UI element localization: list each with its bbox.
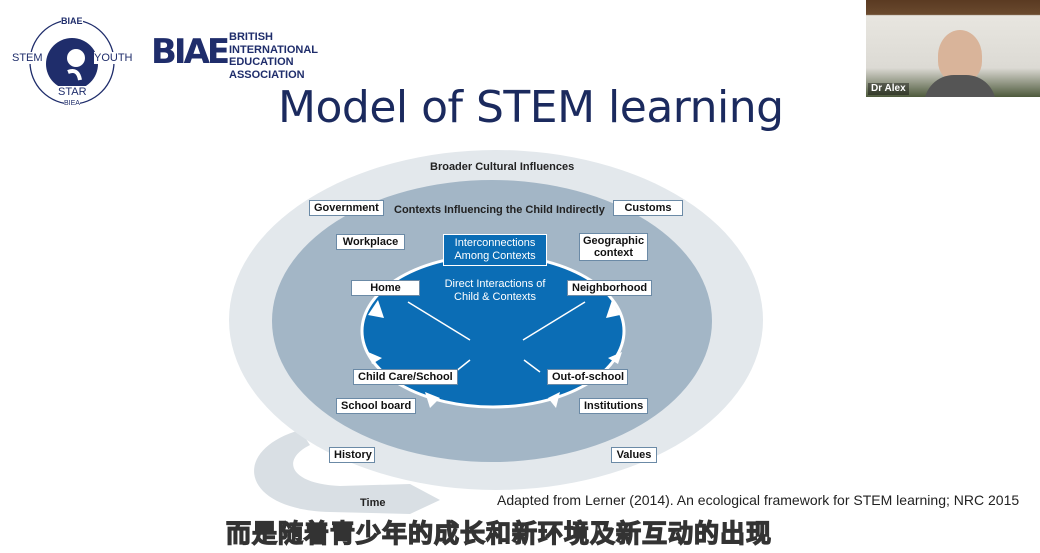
citation: Adapted from Lerner (2014). An ecologica… bbox=[497, 492, 1020, 508]
subtitle-caption: 而是随着青少年的成长和新环境及新互动的出现 bbox=[225, 519, 773, 548]
biea-line: BRITISH bbox=[229, 31, 273, 43]
biea-mark: BIAE bbox=[151, 32, 230, 72]
biea-line: ASSOCIATION bbox=[229, 68, 305, 81]
box-customs: Customs bbox=[613, 200, 683, 216]
logo-star-text: STAR bbox=[58, 86, 87, 98]
slide-title: Model of STEM learning bbox=[278, 82, 784, 133]
biea-logo: BIAE bbox=[151, 31, 230, 73]
stem-youth-logo: STEM YOUTH STAR BIEA BIAE bbox=[10, 12, 135, 110]
box-history: History bbox=[329, 447, 375, 463]
box-geographic: Geographic context bbox=[579, 233, 648, 261]
participant-video[interactable]: Dr Alex bbox=[866, 0, 1040, 97]
time-arrow bbox=[254, 430, 440, 514]
box-institutions: Institutions bbox=[579, 398, 648, 414]
interconnections-box bbox=[443, 234, 547, 266]
biea-line: EDUCATION bbox=[229, 56, 294, 68]
logo-stem-text: STEM bbox=[12, 52, 43, 64]
box-outofschool: Out-of-school bbox=[547, 369, 628, 385]
box-government: Government bbox=[309, 200, 384, 216]
biea-line: INTERNATIONAL bbox=[229, 43, 319, 56]
logo-youth-text: YOUTH bbox=[94, 52, 133, 64]
logo-top-mark: BIAE bbox=[61, 16, 83, 26]
box-values: Values bbox=[611, 447, 657, 463]
outer-label: Broader Cultural Influences bbox=[430, 161, 575, 173]
participant-name: Dr Alex bbox=[868, 83, 909, 95]
box-neighborhood: Neighborhood bbox=[567, 280, 653, 296]
interconnections-label: Interconnections Among Contexts bbox=[454, 237, 536, 262]
biea-name: BRITISH INTERNATIONAL EDUCATION ASSOCIAT… bbox=[229, 31, 318, 81]
time-label: Time bbox=[360, 497, 386, 509]
direct-interactions-label: Direct Interactions of Child & Contexts bbox=[444, 278, 546, 303]
box-home: Home bbox=[351, 280, 420, 296]
participant-body bbox=[924, 75, 996, 97]
participant-avatar bbox=[938, 30, 982, 82]
box-workplace: Workplace bbox=[336, 234, 405, 250]
logo-biea-sub: BIEA bbox=[64, 100, 80, 108]
box-schoolboard: School board bbox=[336, 398, 417, 414]
middle-label: Contexts Influencing the Child Indirectl… bbox=[394, 204, 605, 216]
box-childcare: Child Care/School bbox=[353, 369, 458, 385]
